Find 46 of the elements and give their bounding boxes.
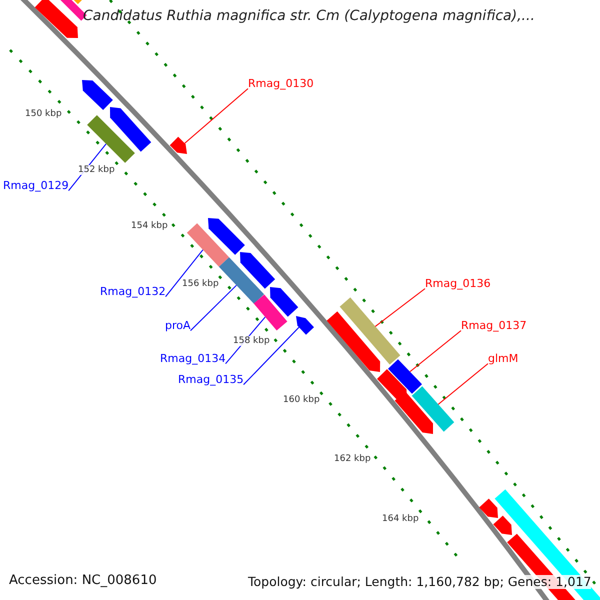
leader-line — [243, 326, 300, 386]
gene-label: Rmag_0132 — [100, 286, 166, 299]
gene-label: Rmag_0135 — [178, 374, 244, 387]
gene-segment — [326, 311, 380, 372]
gene-segment — [493, 516, 512, 535]
gene-segment — [82, 80, 113, 110]
tick-label: 158 kbp — [233, 336, 270, 346]
gene-segment — [479, 498, 498, 518]
tick-label: 162 kbp — [334, 454, 371, 464]
tick-label: 156 kbp — [182, 279, 219, 290]
gene-segment — [394, 391, 433, 434]
genome-stats-note: Topology: circular; Length: 1,160,782 bp; Genes: 1,017 — [248, 575, 592, 590]
gene-segment — [240, 252, 276, 289]
gene-label: Rmag_0129 — [3, 180, 69, 193]
leader-line — [184, 88, 248, 144]
gene-label: Rmag_0134 — [160, 353, 226, 366]
gene-block — [388, 359, 422, 394]
tick-label: 152 kbp — [78, 165, 115, 176]
tick-label: 164 kbp — [382, 514, 419, 524]
leader-line — [438, 363, 488, 405]
tick-label: 154 kbp — [131, 221, 168, 232]
gene-label: Rmag_0137 — [461, 320, 527, 333]
gene-block — [254, 294, 288, 330]
gene-segment — [270, 287, 298, 317]
map-title: Candidatus Ruthia magnifica str. Cm (Calyptogena magnifica),... — [83, 8, 535, 24]
gene-block — [186, 223, 230, 267]
leader-line — [165, 249, 204, 298]
gene-segment — [110, 107, 152, 152]
gene-label: proA — [165, 320, 191, 333]
gene-label: Rmag_0130 — [248, 78, 314, 91]
gene-segment — [208, 218, 245, 255]
gene-label: Rmag_0136 — [425, 278, 491, 291]
gene-segment — [34, 0, 78, 38]
gene-block — [412, 386, 454, 432]
gene-segment — [170, 136, 187, 154]
leader-line — [190, 284, 237, 332]
gene-segment — [296, 316, 314, 335]
leader-line — [374, 288, 426, 327]
leader-line — [410, 330, 462, 372]
gene-block — [87, 115, 135, 163]
gene-block — [340, 297, 400, 365]
accession-note: Accession: NC_008610 — [9, 574, 157, 589]
gene-block — [218, 257, 264, 304]
tick-label: 150 kbp — [25, 109, 62, 120]
gene-label: glmM — [488, 353, 518, 366]
tick-label: 160 kbp — [283, 395, 320, 406]
